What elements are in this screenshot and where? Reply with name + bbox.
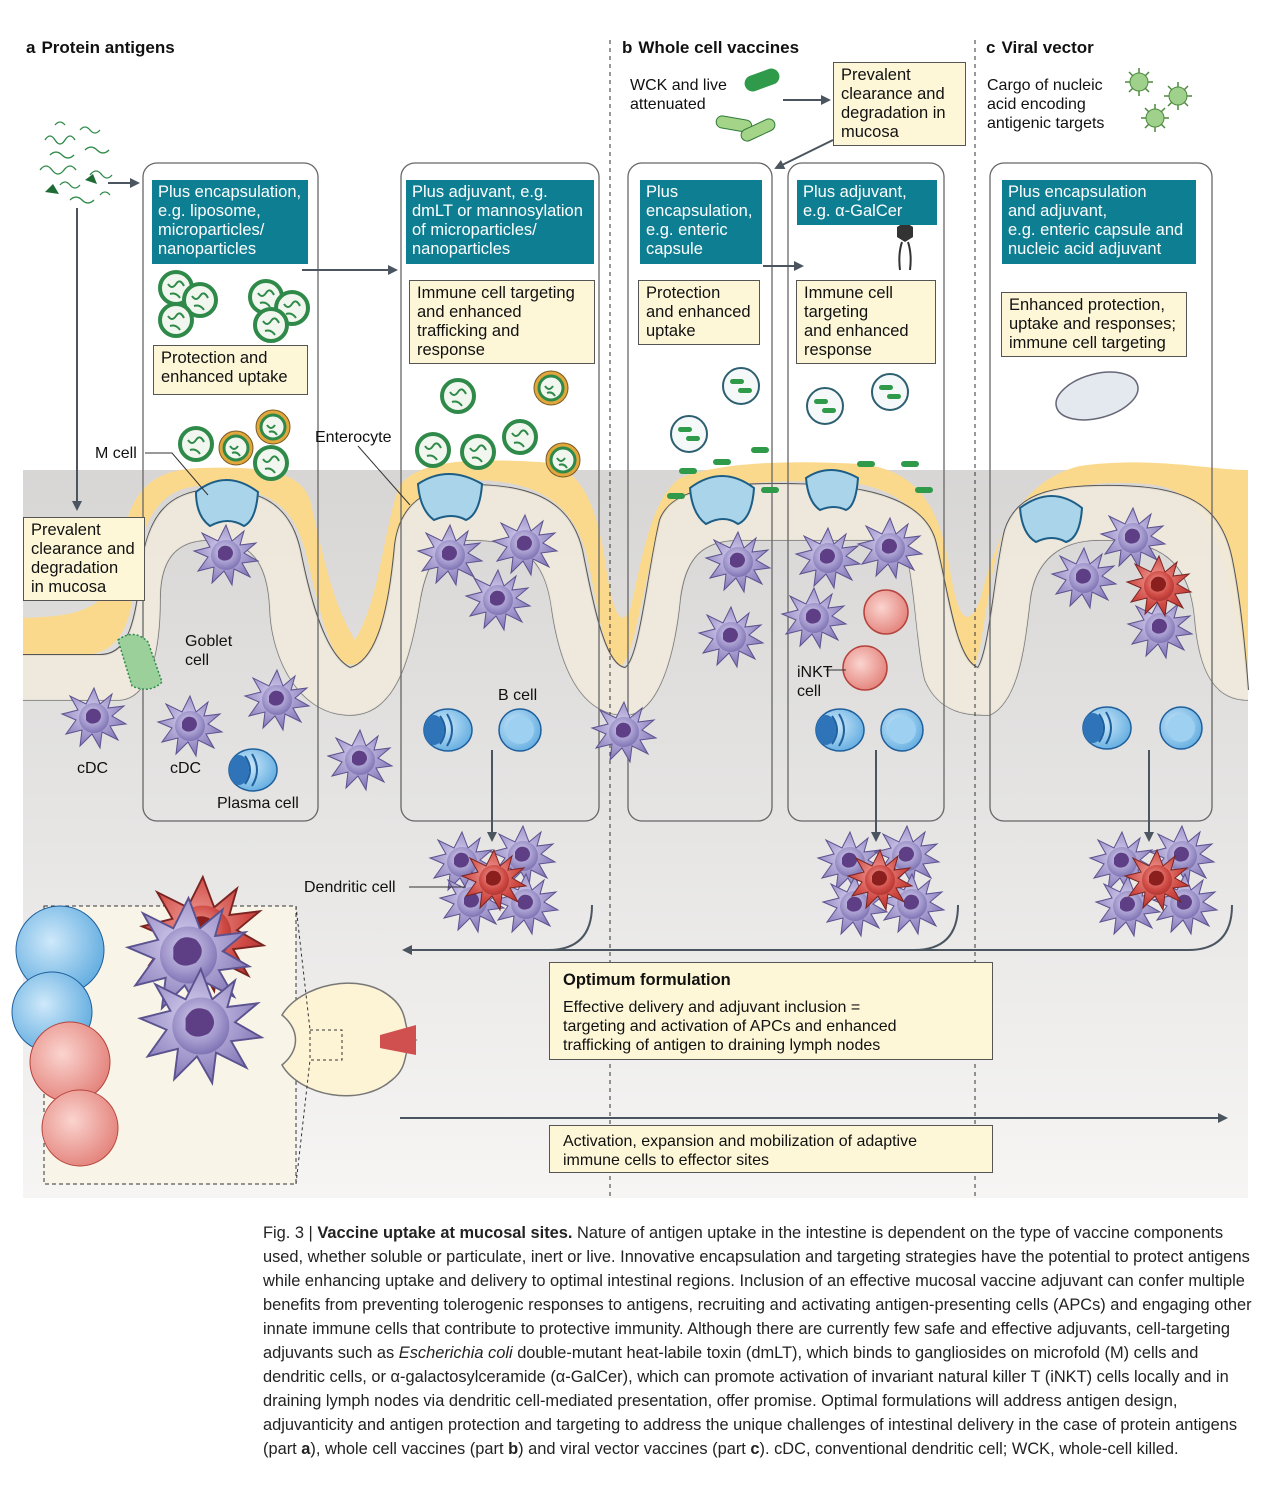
- c-encapsulation-box: Plus encapsulation and adjuvant, e.g. en…: [1002, 180, 1196, 264]
- b-targeting-box: Immune cell targeting and enhanced respo…: [796, 280, 936, 364]
- caption-italic: Escherichia coli: [398, 1344, 513, 1362]
- a-targeting-box: Immune cell targeting and enhanced traff…: [409, 280, 595, 364]
- dendritic-cell-label: Dendritic cell: [304, 879, 396, 896]
- flow-arrows: [72, 95, 1233, 1123]
- b-cell: [880, 708, 924, 752]
- inkt-cell-label: iNKT cell: [797, 664, 833, 700]
- zoom-region: [309, 1029, 343, 1061]
- liposome: [254, 408, 292, 446]
- m-cell-a1: [194, 479, 260, 528]
- leader-lines: [145, 445, 846, 888]
- panel-c-frame: [989, 162, 1213, 822]
- goblet-cell-label: Goblet cell: [185, 633, 233, 669]
- panel-a-frame-1: [142, 162, 319, 822]
- b-cell-label: B cell: [498, 687, 538, 704]
- caption-text-1: Nature of antigen uptake in the intestin…: [263, 1224, 1252, 1362]
- caption-text-3: ), whole cell vaccines (part: [310, 1440, 509, 1458]
- alpha-galcer-icon: [897, 222, 913, 271]
- caption-part-c: c: [750, 1440, 760, 1458]
- nanoparticle: [253, 307, 289, 343]
- optimum-formulation-box: Optimum formulation Effective delivery a…: [549, 962, 993, 1060]
- cdc-label-1: cDC: [77, 760, 109, 777]
- b-cell: [498, 708, 542, 752]
- caption-part-a: a: [301, 1440, 311, 1458]
- m-cell-a2: [416, 473, 484, 522]
- cargo-label: Cargo of nucleic acid encoding antigenic…: [987, 77, 1105, 132]
- b-cell: [423, 708, 473, 752]
- panel-b-frame-2: [787, 162, 945, 822]
- b-cell: [815, 708, 865, 752]
- antigen-fragments: [45, 174, 97, 194]
- viral-vector: [1124, 67, 1154, 97]
- b-cell: [1082, 706, 1132, 750]
- lymph-node: [281, 982, 418, 1097]
- b-protection-box: Protection and enhanced uptake: [638, 280, 760, 345]
- optimum-body: Effective delivery and adjuvant inclusio…: [563, 999, 897, 1054]
- m-cell-b2: [804, 469, 860, 512]
- liposome: [217, 429, 255, 467]
- inkt-cell: [863, 589, 909, 635]
- wck-label: WCK and live attenuated: [630, 77, 727, 113]
- c-enhanced-box: Enhanced protection, uptake and response…: [1001, 292, 1187, 357]
- nanoparticle: [158, 302, 194, 338]
- viral-vector: [1163, 81, 1193, 111]
- enteric-capsule: [806, 387, 844, 425]
- caption-title: Vaccine uptake at mucosal sites.: [317, 1224, 573, 1242]
- caption-text-5: ). cDC, conventional dendritic cell; WCK…: [759, 1440, 1179, 1458]
- bacterium: [744, 68, 780, 92]
- a-encapsulation-box: Plus encapsulation, e.g. liposome, micro…: [152, 180, 308, 264]
- viral-vector: [1140, 103, 1170, 133]
- a-protection-box: Protection and enhanced uptake: [153, 345, 308, 395]
- m-cell-label: M cell: [95, 445, 137, 462]
- nanoparticle: [178, 426, 214, 462]
- caption-text-4: ) and viral vector vaccines (part: [518, 1440, 751, 1458]
- adjuvanted-liposome: [544, 441, 582, 479]
- enterocyte-label: Enterocyte: [315, 429, 392, 446]
- adjuvanted-liposome: [532, 369, 570, 407]
- adjuvanted-particle: [440, 378, 476, 414]
- enteric-tablet: [1055, 371, 1139, 421]
- caption-fig: Fig. 3 |: [263, 1224, 318, 1242]
- adjuvanted-particle: [415, 432, 451, 468]
- inset-cells: [11, 876, 265, 1167]
- lymph-vessel: [380, 1025, 416, 1055]
- a-adjuvant-box: Plus adjuvant, e.g. dmLT or mannosylatio…: [406, 180, 594, 264]
- m-cell-b1: [688, 475, 756, 526]
- panel-a-frame-2: [400, 162, 600, 822]
- plasma-cell-label: Plasma cell: [217, 795, 299, 812]
- b-adjuvant-box: Plus adjuvant, e.g. α-GalCer: [797, 180, 937, 225]
- adjuvanted-particle: [502, 419, 538, 455]
- goblet-cell: [117, 633, 163, 690]
- a-clearance-box: Prevalent clearance and degradation in m…: [23, 517, 145, 601]
- enteric-capsule: [722, 367, 760, 405]
- cdc-label-2: cDC: [170, 760, 202, 777]
- activation-box: Activation, expansion and mobilization o…: [549, 1125, 993, 1173]
- soluble-antigen-cloud: [39, 121, 113, 204]
- enteric-capsule: [871, 373, 909, 411]
- caption-part-b: b: [508, 1440, 519, 1458]
- nanoparticle: [253, 445, 289, 481]
- m-cell-c: [1018, 495, 1084, 544]
- enteric-capsule: [670, 415, 708, 453]
- adjuvanted-particle: [460, 434, 496, 470]
- epithelium: [23, 484, 1248, 715]
- b-cell: [1159, 706, 1203, 750]
- caption-text-2: double-mutant heat-labile toxin (dmLT), …: [263, 1344, 1238, 1458]
- optimum-heading: Optimum formulation: [563, 971, 731, 989]
- live-bacterium: [740, 118, 776, 142]
- inkt-cell: [842, 645, 888, 691]
- figure-caption: Fig. 3 | Vaccine uptake at mucosal sites…: [263, 1221, 1253, 1461]
- b-encapsulation-box: Plus encapsulation, e.g. enteric capsule: [640, 180, 762, 264]
- plasma-cell: [228, 748, 278, 792]
- b-clearance-box: Prevalent clearance and degradation in m…: [833, 62, 966, 146]
